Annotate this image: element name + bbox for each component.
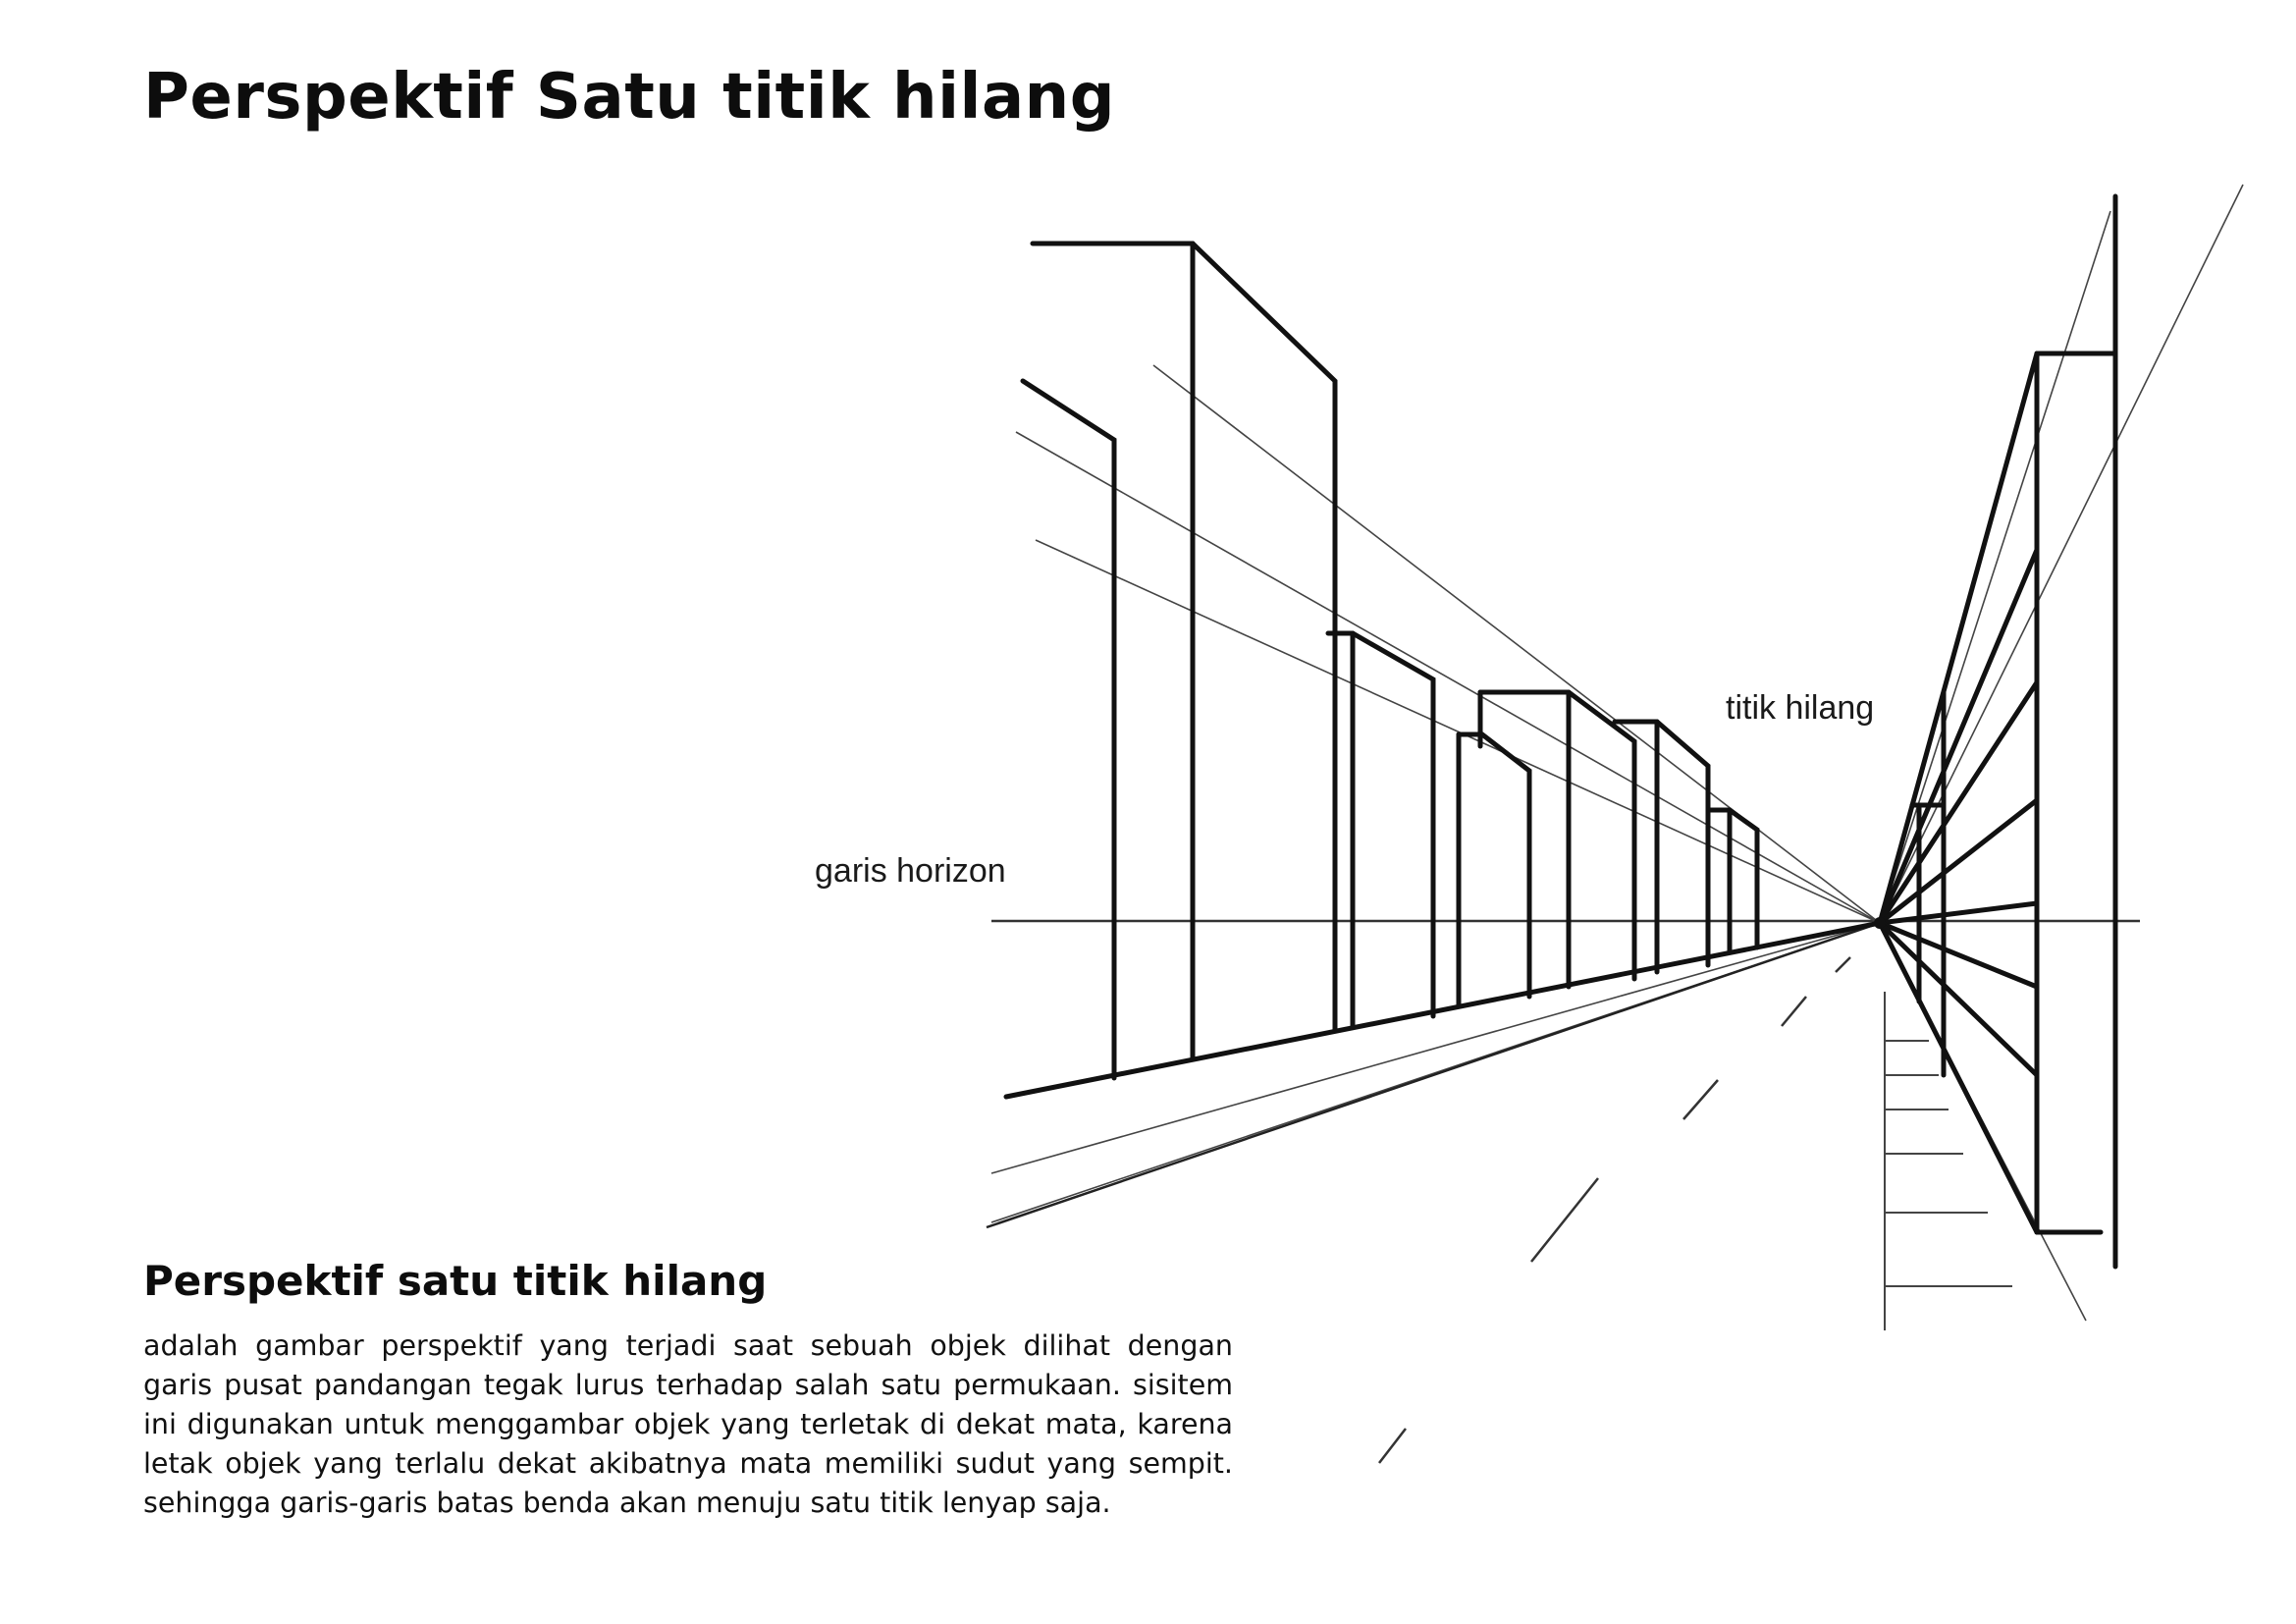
description-section: Perspektif satu titik hilang adalah gamb… bbox=[143, 1257, 1233, 1523]
vanishing-point-label: titik hilang bbox=[1726, 689, 1874, 728]
section-heading: Perspektif satu titik hilang bbox=[143, 1257, 1233, 1305]
section-body: adalah gambar perspektif yang terjadi sa… bbox=[143, 1326, 1233, 1523]
horizon-label: garis horizon bbox=[815, 852, 1006, 891]
road-center-dashes bbox=[1379, 957, 1850, 1463]
vanishing-point-marker bbox=[1874, 917, 1886, 929]
right-buildings bbox=[1880, 196, 2115, 1267]
sidewalk-right bbox=[1885, 992, 2012, 1330]
